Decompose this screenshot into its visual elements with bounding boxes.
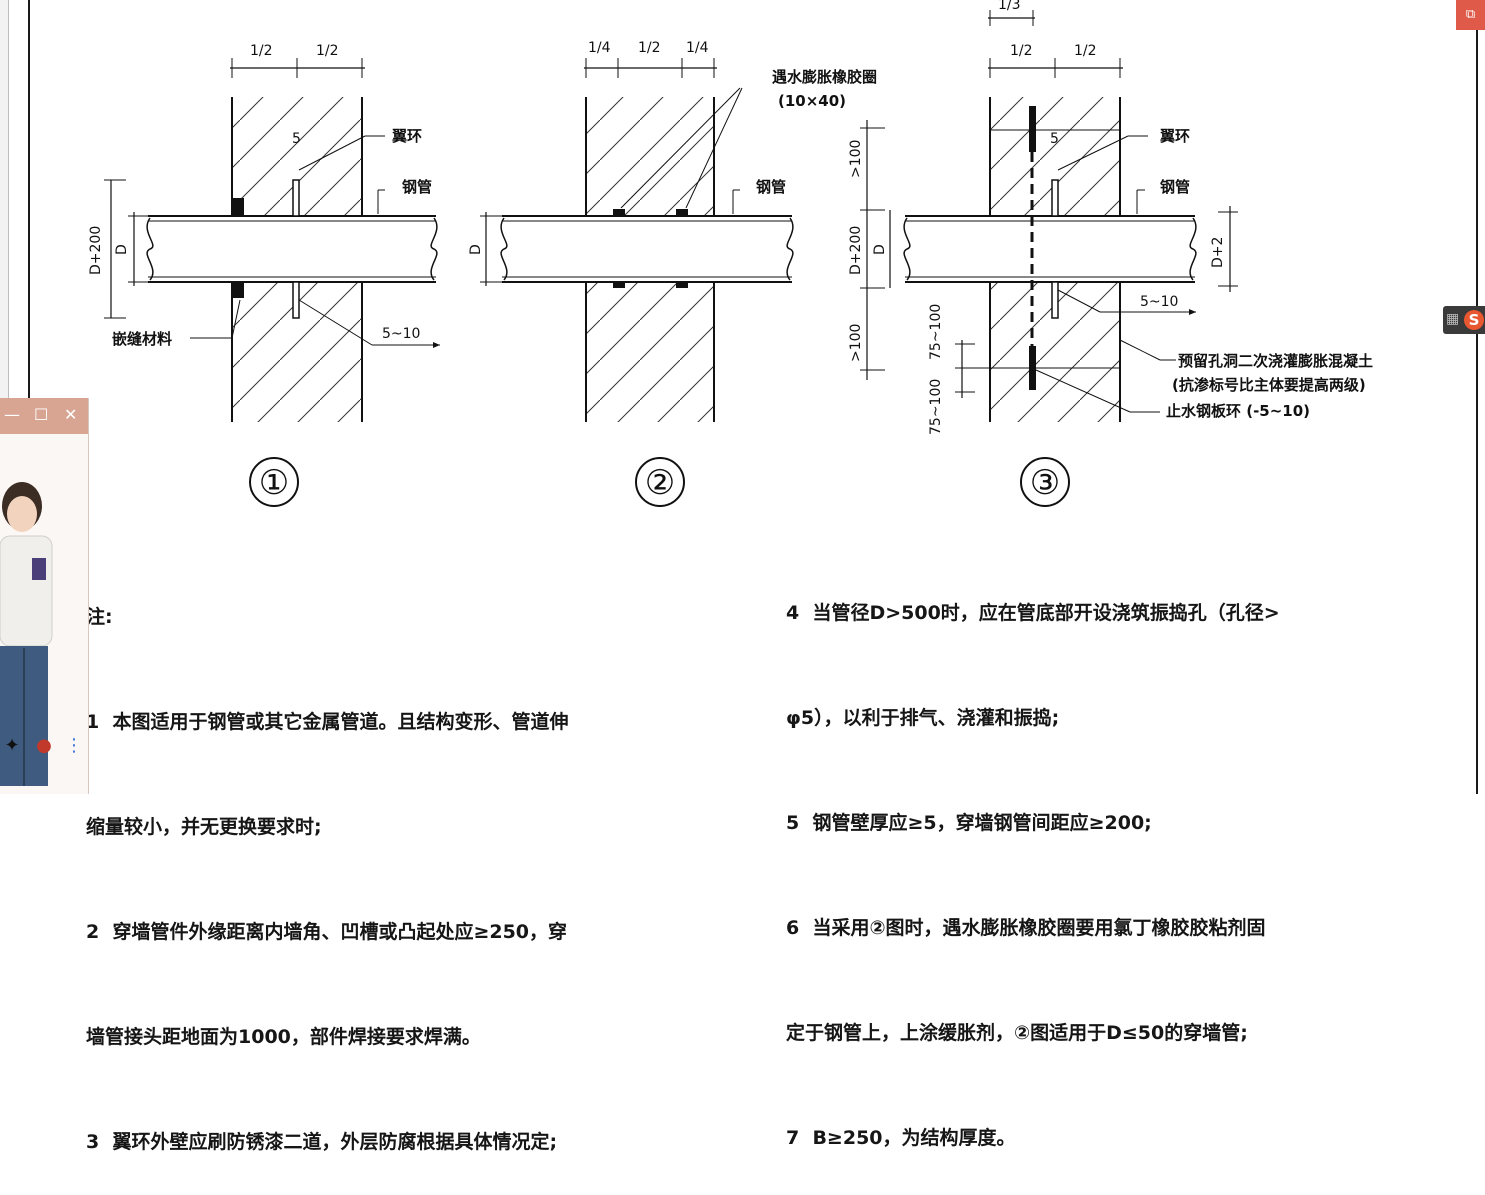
dim-3-top-right: 1/2 — [1074, 43, 1097, 59]
notes-right: 4 当管径D>500时，应在管底部开设浇筑振捣孔（孔径> φ5），以利于排气、浇… — [786, 526, 1280, 1191]
dim-3-above: >100 — [848, 140, 864, 178]
notes-left: 注: 1 本图适用于钢管或其它金属管道。且结构变形、管道伸 缩量较小，并无更换要… — [86, 530, 568, 1195]
label-2-rubber: 遇水膨胀橡胶圈 — [772, 68, 877, 86]
dim-2-top-a: 1/4 — [588, 40, 611, 56]
note-left-4: 墙管接头距地面为1000，部件焊接要求焊满。 — [86, 1026, 481, 1048]
keyboard-grid-icon[interactable]: ▦ — [1446, 311, 1460, 327]
note-right-1: φ5），以利于排气、浇灌和振捣; — [786, 707, 1060, 729]
lucky-bag-icon[interactable]: ● — [36, 735, 52, 756]
note-left-5: 3 翼环外壁应刷防锈漆二道，外层防腐根据具体情况定; — [86, 1131, 558, 1153]
assistant-titlebar[interactable]: — ☐ ✕ — [0, 398, 88, 434]
star-icon[interactable]: ✦ — [4, 735, 20, 756]
maximize-button[interactable]: ☐ — [34, 405, 49, 424]
label-1-steel-pipe: 钢管 — [402, 178, 432, 196]
diagram-1: 1/2 1/2 D+200 D 翼环 钢管 嵌缝材料 5 5~10 ① — [88, 43, 440, 507]
dim-3-top-left: 1/2 — [1010, 43, 1033, 59]
dim-1-five: 5 — [292, 131, 301, 147]
note-left-1: 1 本图适用于钢管或其它金属管道。且结构变形、管道伸 — [86, 711, 569, 733]
note-right-5: 7 B≥250，为结构厚度。 — [786, 1127, 1016, 1149]
note-right-3: 6 当采用②图时，遇水膨胀橡胶圈要用氯丁橡胶胶粘剂固 — [786, 917, 1266, 939]
label-1-wing-ring: 翼环 — [391, 127, 422, 145]
assistant-avatar[interactable] — [0, 478, 70, 794]
steel-pipe-1 — [148, 216, 436, 282]
pipe-sleeve-drawing: 1/2 1/2 D+200 D 翼环 钢管 嵌缝材料 5 5~10 ① — [88, 0, 1373, 507]
dim-3-right: D+2 — [1210, 237, 1226, 268]
dim-3-outer: D+200 — [848, 226, 864, 275]
label-3-waterstop: 止水钢板环 (-5~10) — [1166, 402, 1310, 420]
sogou-logo-icon[interactable]: S — [1464, 310, 1484, 330]
note-left-0: 注: — [86, 606, 113, 628]
diagram-2: 1/4 1/2 1/4 D 遇水膨胀橡胶圈 (10×40) 钢管 ② — [468, 40, 877, 507]
dim-3-five: 5 — [1050, 131, 1059, 147]
page-border-right — [1476, 0, 1478, 794]
note-left-2: 缩量较小，并无更换要求时; — [86, 816, 322, 838]
dim-1-top-left: 1/2 — [250, 43, 273, 59]
steel-pipe-3 — [905, 216, 1195, 282]
label-3-wing-ring: 翼环 — [1159, 127, 1190, 145]
label-3-concrete-note: (抗渗标号比主体要提高两级) — [1172, 376, 1366, 394]
dim-3-below: >100 — [848, 324, 864, 362]
minimize-button[interactable]: — — [4, 405, 20, 424]
label-2-steel-pipe: 钢管 — [756, 178, 786, 196]
dim-3-75-b: 75~100 — [928, 379, 944, 435]
note-left-3: 2 穿墙管件外缘距离内墙角、凹槽或凸起处应≥250，穿 — [86, 921, 568, 943]
window-restore-icon[interactable]: ⧉ — [1456, 0, 1485, 30]
note-right-0: 4 当管径D>500时，应在管底部开设浇筑振捣孔（孔径> — [786, 602, 1280, 624]
close-button[interactable]: ✕ — [64, 405, 78, 424]
label-number-1: ① — [259, 463, 289, 503]
dim-1-top-right: 1/2 — [316, 43, 339, 59]
label-2-rubber-size: (10×40) — [778, 92, 846, 110]
dim-3-gap: 5~10 — [1140, 294, 1178, 310]
sogou-ime-icon[interactable]: ▦ S — [1443, 306, 1485, 334]
left-window-edge — [0, 0, 9, 398]
dim-2-top-c: 1/4 — [686, 40, 709, 56]
diagram-3: 1/3 1/2 1/2 >100 >100 D+200 D 75~100 75~… — [848, 0, 1373, 507]
label-3-steel-pipe: 钢管 — [1160, 178, 1190, 196]
dim-3-75-a: 75~100 — [928, 304, 944, 360]
dim-2-top-b: 1/2 — [638, 40, 661, 56]
dim-1-outer: D+200 — [88, 226, 104, 275]
note-right-4: 定于钢管上，上涂缓胀剂，②图适用于D≤50的穿墙管; — [786, 1022, 1248, 1044]
dim-3-inner: D — [872, 244, 888, 255]
page-border-left — [28, 0, 30, 794]
dim-3-top-third: 1/3 — [998, 0, 1021, 13]
label-number-3: ③ — [1030, 463, 1060, 503]
label-3-concrete: 预留孔洞二次浇灌膨胀混凝土 — [1178, 352, 1373, 370]
dim-1-inner: D — [114, 244, 130, 255]
label-1-sealant: 嵌缝材料 — [112, 330, 172, 348]
dim-1-gap: 5~10 — [382, 326, 420, 342]
steel-pipe-2 — [502, 216, 792, 282]
assistant-window[interactable]: — ☐ ✕ ✦ ● ⋮ — [0, 398, 89, 794]
label-number-2: ② — [645, 463, 675, 503]
more-options-icon[interactable]: ⋮ — [65, 735, 83, 756]
dim-2-inner: D — [468, 244, 484, 255]
note-right-2: 5 钢管壁厚应≥5，穿墙钢管间距应≥200; — [786, 812, 1152, 834]
